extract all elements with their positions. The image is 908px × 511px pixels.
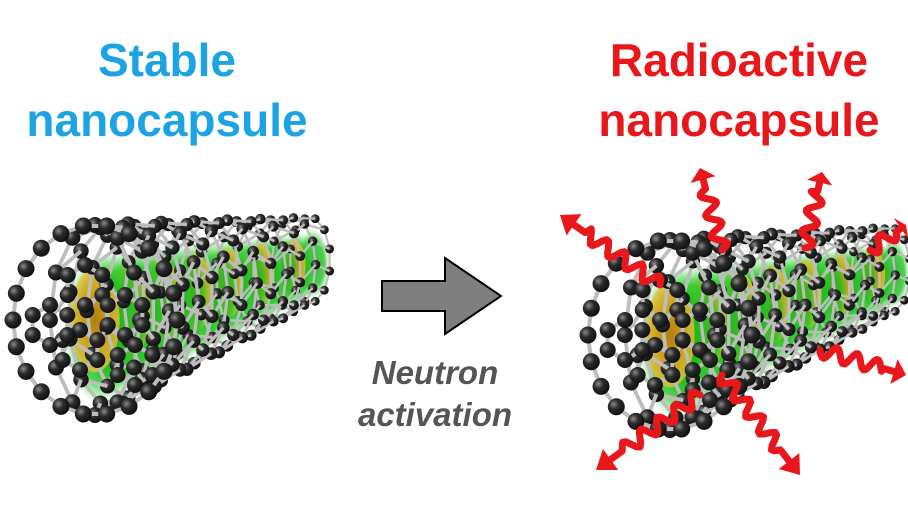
process-label-line1: Neutron [371,354,499,391]
process-label: Neutron activation [330,352,540,436]
carbon-nanotube-icon [4,213,335,423]
radioactive-title-line2: nanocapsule [598,94,880,146]
right-arrow-icon [381,256,503,336]
radioactive-nanotube-icon [579,223,908,438]
radiation-wave-icon [560,168,908,475]
stable-title-line2: nanocapsule [26,94,308,146]
process-label-line2: activation [357,396,513,433]
stable-title: Stable nanocapsule [0,30,334,150]
radioactive-title: Radioactive nanocapsule [570,30,908,150]
stable-title-line1: Stable [97,34,237,86]
radioactive-title-line1: Radioactive [609,34,869,86]
